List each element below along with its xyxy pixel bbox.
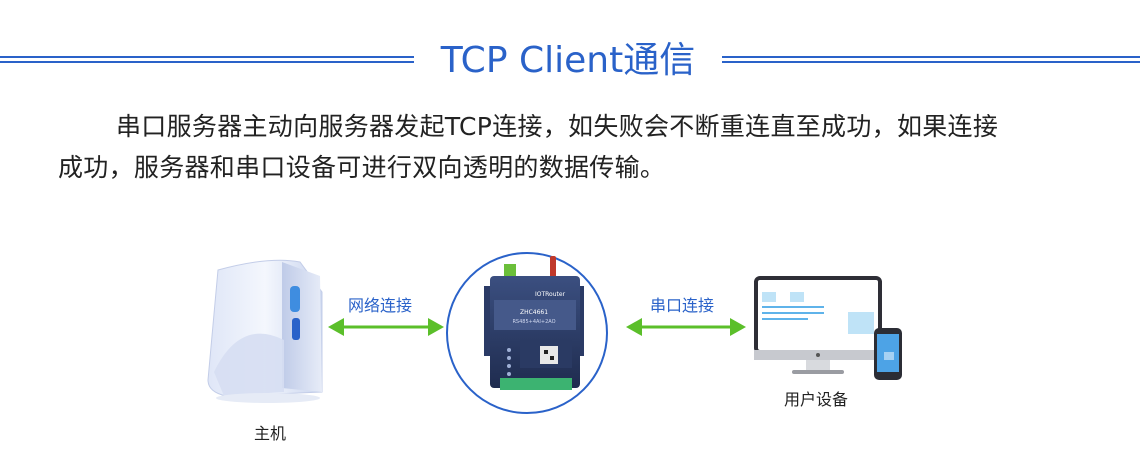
device-model-text: ZHC4661 [520, 309, 548, 316]
title-row: TCP Client通信 [0, 36, 1140, 86]
serial-link-label: 串口连接 [650, 296, 715, 315]
title-rule-right [722, 56, 1140, 64]
host-server-icon [207, 259, 323, 403]
serial-link-arrow [626, 318, 746, 336]
network-link-arrow [328, 318, 444, 336]
user-device-icon [754, 276, 902, 380]
page-title: TCP Client通信 [440, 40, 696, 81]
description-line-1: 串口服务器主动向服务器发起TCP连接，如失败会不断重连直至成功，如果连接 [116, 112, 999, 141]
title-rule-left [0, 56, 414, 64]
user-device-label: 用户设备 [784, 390, 849, 409]
serial-server-device-icon: IOTRouter ZHC4661 RS485+4AI+2AO [484, 256, 584, 390]
host-label: 主机 [254, 424, 287, 443]
device-spec-text: RS485+4AI+2AO [512, 319, 555, 325]
description-line-2: 成功，服务器和串口设备可进行双向透明的数据传输。 [58, 153, 666, 182]
device-brand-text: IOTRouter [535, 291, 566, 298]
description-paragraph: 串口服务器主动向服务器发起TCP连接，如失败会不断重连直至成功，如果连接 成功，… [58, 106, 1088, 188]
network-link-label: 网络连接 [348, 296, 413, 315]
